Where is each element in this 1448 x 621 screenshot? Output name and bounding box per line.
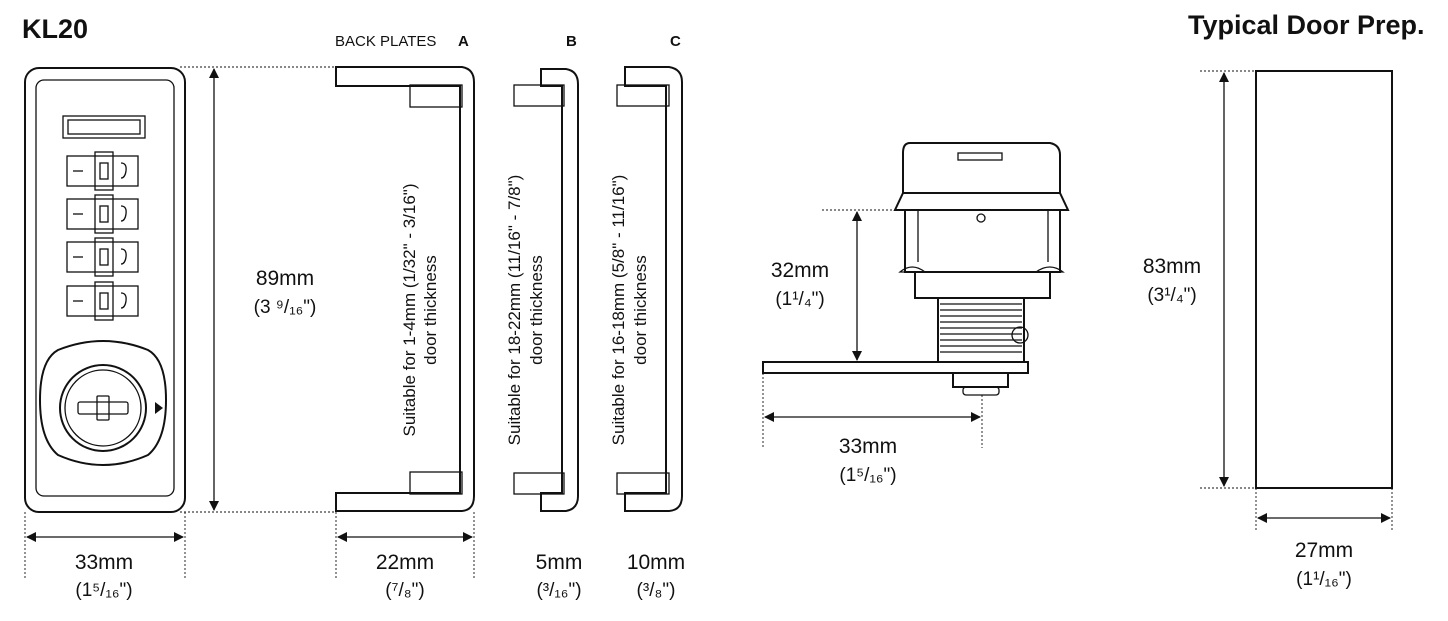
backplate-a-width-in: (⁷/₈") [385, 580, 424, 601]
backplate-b-text-2: door thickness [527, 255, 546, 365]
combination-wheel-3 [66, 237, 139, 277]
prep-width-in: (1¹/₁₆") [1296, 569, 1352, 590]
door-prep-cutout [1255, 70, 1393, 489]
backplate-b [513, 68, 579, 512]
backplate-a [335, 66, 475, 512]
prep-width-mm: 27mm [1295, 539, 1353, 562]
backplate-b-label: B [566, 33, 577, 50]
side-height-in: (1¹/₄") [775, 289, 824, 310]
backplate-b-width-in: (³/₁₆") [536, 580, 581, 601]
backplate-b-text-1: Suitable for 18-22mm (11/16" - 7/8") [505, 175, 524, 446]
height-in: (3 ⁹/₁₆") [254, 297, 317, 318]
door-prep-title: Typical Door Prep. [1188, 10, 1425, 40]
combination-wheel-1 [66, 151, 139, 191]
side-width-mm: 33mm [839, 435, 897, 458]
backplate-a-width-mm: 22mm [376, 551, 434, 574]
key-knob [38, 340, 168, 466]
product-title: KL20 [22, 14, 88, 44]
side-width-in: (1⁵/₁₆") [839, 465, 896, 486]
backplates-heading: BACK PLATES [335, 33, 436, 50]
combination-wheel-2 [66, 194, 139, 234]
backplate-c-text-2: door thickness [631, 255, 650, 365]
backplate-a-label: A [458, 33, 469, 50]
combination-wheel-4 [66, 281, 139, 321]
direction-arrow-icon [155, 402, 163, 414]
front-width-mm: 33mm [75, 551, 133, 574]
backplate-a-text-1: Suitable for 1-4mm (1/32" - 3/16") [400, 183, 419, 436]
backplate-b-width-mm: 5mm [536, 551, 583, 574]
backplate-c-label: C [670, 33, 681, 50]
backplate-c-width-in: (³/₈") [637, 580, 676, 601]
side-view-lock [762, 142, 1070, 396]
backplate-c-text-1: Suitable for 16-18mm (5/8" - 11/16") [609, 175, 628, 446]
prep-height-in: (3¹/₄") [1147, 285, 1196, 306]
side-height-mm: 32mm [771, 259, 829, 282]
front-width-in: (1⁵/₁₆") [75, 580, 132, 601]
backplate-a-text-2: door thickness [421, 255, 440, 365]
front-view-lock [24, 67, 186, 513]
height-mm: 89mm [256, 267, 314, 290]
backplate-c-width-mm: 10mm [627, 551, 685, 574]
backplate-c [616, 66, 683, 512]
prep-height-mm: 83mm [1143, 255, 1201, 278]
